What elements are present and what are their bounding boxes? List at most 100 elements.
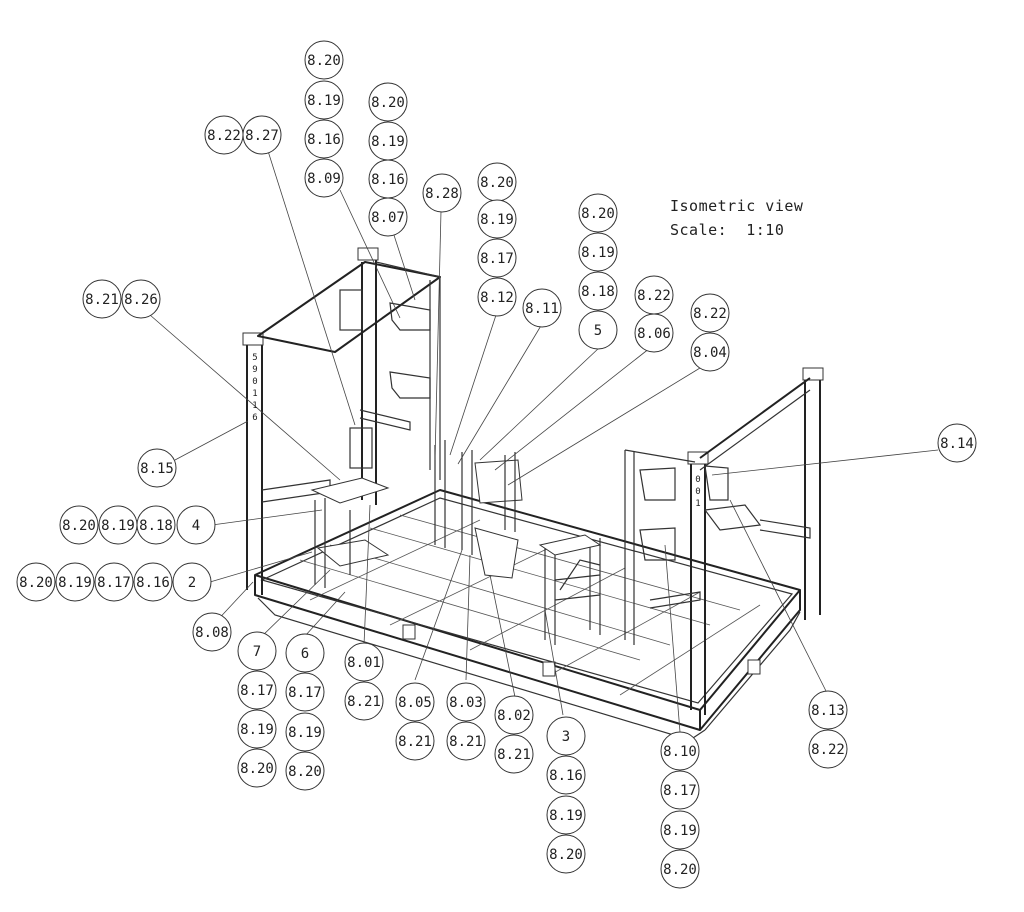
- svg-text:8.20: 8.20: [480, 175, 514, 191]
- svg-text:8.16: 8.16: [136, 575, 170, 591]
- svg-text:8.26: 8.26: [124, 292, 158, 308]
- svg-text:2: 2: [188, 575, 196, 591]
- svg-text:8.21: 8.21: [347, 694, 381, 710]
- balloon: 8.16: [546, 755, 586, 795]
- svg-text:8.20: 8.20: [663, 862, 697, 878]
- balloon: 8.21: [82, 279, 122, 319]
- balloon: 8.16: [133, 562, 173, 602]
- svg-text:8.19: 8.19: [581, 245, 615, 261]
- svg-text:8.10: 8.10: [663, 744, 697, 760]
- svg-text:8.16: 8.16: [307, 132, 341, 148]
- balloon: 8.19: [98, 505, 138, 545]
- balloon: 8.20: [546, 834, 586, 874]
- svg-text:8.04: 8.04: [693, 345, 727, 361]
- balloon: 8.19: [285, 712, 325, 752]
- balloon: 8.02: [494, 695, 534, 735]
- svg-text:8.18: 8.18: [581, 284, 615, 300]
- balloon: 8.20: [59, 505, 99, 545]
- svg-text:8.09: 8.09: [307, 171, 341, 187]
- balloon: 8.17: [94, 562, 134, 602]
- balloon: 8.19: [304, 80, 344, 120]
- svg-text:8.05: 8.05: [398, 695, 432, 711]
- balloon: 8.17: [285, 672, 325, 712]
- balloon: 8.11: [522, 288, 562, 328]
- balloon: 8.20: [368, 82, 408, 122]
- view-title: Isometric view: [670, 197, 804, 215]
- svg-text:8.03: 8.03: [449, 695, 483, 711]
- svg-text:8.07: 8.07: [371, 210, 405, 226]
- left-post-letter: 9: [252, 365, 257, 375]
- svg-text:8.21: 8.21: [85, 292, 119, 308]
- svg-text:8.22: 8.22: [207, 128, 241, 144]
- svg-text:8.15: 8.15: [140, 461, 174, 477]
- right-post-letter: 0: [695, 487, 700, 497]
- svg-text:8.20: 8.20: [307, 53, 341, 69]
- balloon: 3: [546, 716, 586, 756]
- balloon: 8.19: [237, 709, 277, 749]
- balloon: 8.09: [304, 158, 344, 198]
- svg-text:8.16: 8.16: [549, 768, 583, 784]
- balloon: 8.20: [16, 562, 56, 602]
- balloon: 8.14: [937, 423, 977, 463]
- balloon: 8.21: [395, 721, 435, 761]
- svg-text:8.22: 8.22: [693, 306, 727, 322]
- balloon: 8.18: [578, 271, 618, 311]
- svg-text:8.20: 8.20: [240, 761, 274, 777]
- balloon: 8.20: [660, 849, 700, 889]
- left-post-letter: 5: [252, 353, 257, 363]
- balloon: 8.21: [494, 734, 534, 774]
- balloon: 5: [578, 310, 618, 350]
- left-post-letter: 0: [252, 377, 257, 387]
- leader-lines: [149, 150, 939, 733]
- svg-text:8.19: 8.19: [101, 518, 135, 534]
- balloon: 2: [172, 562, 212, 602]
- balloon: 8.21: [344, 681, 384, 721]
- svg-text:8.19: 8.19: [480, 212, 514, 228]
- balloon: 8.19: [660, 810, 700, 850]
- svg-text:8.19: 8.19: [58, 575, 92, 591]
- svg-text:8.16: 8.16: [371, 172, 405, 188]
- balloon: 8.05: [395, 682, 435, 722]
- svg-text:8.17: 8.17: [240, 683, 274, 699]
- frame-drawing: [242, 247, 824, 741]
- balloon: 8.20: [285, 751, 325, 791]
- balloon: 7: [237, 631, 277, 671]
- svg-text:8.17: 8.17: [288, 685, 322, 701]
- svg-text:8.06: 8.06: [637, 326, 671, 342]
- svg-text:8.02: 8.02: [497, 708, 531, 724]
- svg-text:8.19: 8.19: [549, 808, 583, 824]
- balloon: 8.19: [477, 199, 517, 239]
- balloon: 8.26: [121, 279, 161, 319]
- svg-text:8.19: 8.19: [371, 134, 405, 150]
- svg-text:8.21: 8.21: [497, 747, 531, 763]
- left-end-frame: [242, 247, 441, 595]
- balloon: 8.17: [237, 670, 277, 710]
- svg-text:8.18: 8.18: [139, 518, 173, 534]
- svg-text:8.19: 8.19: [240, 722, 274, 738]
- svg-text:8.20: 8.20: [371, 95, 405, 111]
- svg-text:8.17: 8.17: [480, 251, 514, 267]
- svg-text:8.27: 8.27: [245, 128, 279, 144]
- svg-text:8.22: 8.22: [811, 742, 845, 758]
- left-post-letter: 1: [252, 389, 257, 399]
- balloon: 6: [285, 633, 325, 673]
- svg-text:8.21: 8.21: [449, 734, 483, 750]
- balloon: 8.17: [477, 238, 517, 278]
- svg-text:8.19: 8.19: [307, 93, 341, 109]
- balloon: 8.08: [192, 612, 232, 652]
- balloon-callouts: 8.20 8.19 8.16 8.09 8.20 8.19 8.16 8.07 …: [16, 40, 977, 889]
- svg-text:8.01: 8.01: [347, 655, 381, 671]
- balloon: 8.17: [660, 770, 700, 810]
- balloon: 8.28: [422, 173, 462, 213]
- balloon: 8.21: [446, 721, 486, 761]
- balloon: 8.19: [578, 232, 618, 272]
- balloon: 8.18: [136, 505, 176, 545]
- balloon: 8.19: [546, 795, 586, 835]
- balloon: 8.20: [578, 193, 618, 233]
- svg-text:8.28: 8.28: [425, 186, 459, 202]
- svg-text:8.20: 8.20: [288, 764, 322, 780]
- balloon: 8.13: [808, 690, 848, 730]
- right-post-letter: 1: [695, 499, 700, 509]
- middle-assemblies: [310, 440, 602, 645]
- svg-text:8.11: 8.11: [525, 301, 559, 317]
